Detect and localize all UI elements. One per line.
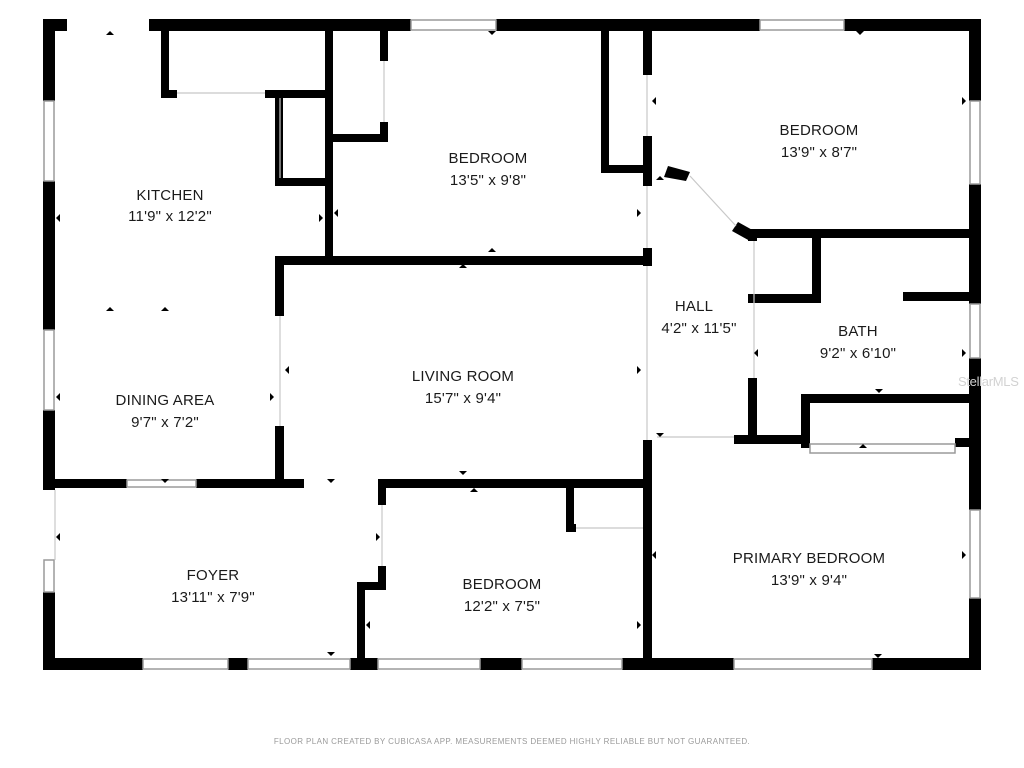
walls bbox=[43, 19, 981, 670]
room-label-dining-area: DINING AREA 9'7" x 7'2" bbox=[116, 392, 215, 431]
room-label-bedroom-top-right: BEDROOM 13'9" x 8'7" bbox=[780, 122, 859, 161]
room-name: LIVING ROOM bbox=[412, 368, 514, 385]
room-dimensions: 9'2" x 6'10" bbox=[820, 345, 896, 362]
room-name: FOYER bbox=[187, 567, 240, 584]
room-label-bedroom-bottom-center: BEDROOM 12'2" x 7'5" bbox=[463, 576, 542, 615]
room-dimensions: 13'5" x 9'8" bbox=[450, 172, 526, 189]
room-label-foyer: FOYER 13'11" x 7'9" bbox=[171, 567, 255, 606]
room-dimensions: 13'9" x 9'4" bbox=[771, 572, 847, 589]
room-dimensions: 13'9" x 8'7" bbox=[781, 144, 857, 161]
room-label-living-room: LIVING ROOM 15'7" x 9'4" bbox=[412, 368, 514, 407]
markers bbox=[56, 31, 966, 658]
openings bbox=[54, 61, 755, 566]
room-dimensions: 11'9" x 12'2" bbox=[128, 208, 212, 225]
room-name: BEDROOM bbox=[780, 122, 859, 139]
windows bbox=[43, 19, 981, 670]
room-name: BEDROOM bbox=[449, 150, 528, 167]
room-label-kitchen: KITCHEN 11'9" x 12'2" bbox=[128, 187, 212, 225]
room-name: KITCHEN bbox=[136, 187, 203, 204]
room-dimensions: 13'11" x 7'9" bbox=[171, 589, 255, 606]
room-label-hall: HALL 4'2" x 11'5" bbox=[661, 298, 736, 337]
watermark-logo: StellarMLS bbox=[958, 374, 1019, 389]
room-dimensions: 15'7" x 9'4" bbox=[425, 390, 501, 407]
room-name: BATH bbox=[838, 323, 878, 340]
room-dimensions: 12'2" x 7'5" bbox=[464, 598, 540, 615]
room-name: HALL bbox=[675, 298, 713, 315]
disclaimer-footer: FLOOR PLAN CREATED BY CUBICASA APP. MEAS… bbox=[273, 737, 751, 746]
room-label-bath: BATH 9'2" x 6'10" bbox=[820, 323, 896, 362]
room-dimensions: 9'7" x 7'2" bbox=[131, 414, 199, 431]
room-dimensions: 4'2" x 11'5" bbox=[661, 320, 736, 337]
room-label-bedroom-top-center: BEDROOM 13'5" x 9'8" bbox=[449, 150, 528, 189]
room-name: BEDROOM bbox=[463, 576, 542, 593]
room-name: DINING AREA bbox=[116, 392, 215, 409]
room-label-primary-bedroom: PRIMARY BEDROOM 13'9" x 9'4" bbox=[733, 550, 885, 589]
room-name: PRIMARY BEDROOM bbox=[733, 550, 885, 567]
